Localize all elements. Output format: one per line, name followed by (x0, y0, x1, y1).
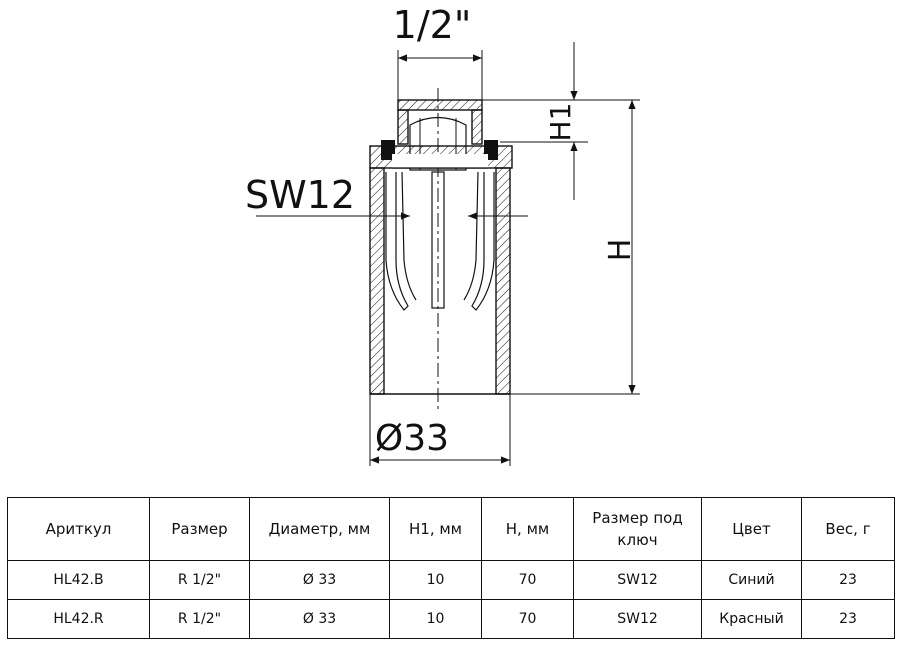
cell-color: Синий (701, 560, 802, 600)
table-row: HL42.R R 1/2" Ø 33 10 70 SW12 Красный 23 (7, 599, 895, 639)
internal-clips (385, 171, 495, 311)
central-pin (431, 171, 445, 309)
cell-weight: 23 (801, 560, 895, 600)
label-h: H (603, 239, 638, 262)
cell-weight: 23 (801, 599, 895, 639)
header-wrench-size: Размер под ключ (573, 497, 702, 561)
cap-section (397, 99, 483, 171)
table-header-row: Ариткул Размер Диаметр, мм H1, мм H, мм … (7, 497, 895, 561)
header-diameter: Диаметр, мм (249, 497, 390, 561)
dim-thread (397, 50, 483, 100)
cell-article: HL42.B (7, 560, 150, 600)
cell-size: R 1/2" (149, 560, 250, 600)
cell-h: 70 (481, 599, 574, 639)
cell-h1: 10 (389, 560, 482, 600)
header-h1: H1, мм (389, 497, 482, 561)
table-row: HL42.B R 1/2" Ø 33 10 70 SW12 Синий 23 (7, 560, 895, 600)
cell-diameter: Ø 33 (249, 599, 390, 639)
cell-article: HL42.R (7, 599, 150, 639)
spec-table: Ариткул Размер Диаметр, мм H1, мм H, мм … (7, 497, 895, 639)
label-thread: 1/2" (393, 3, 472, 47)
dim-h (510, 100, 640, 395)
header-article: Ариткул (7, 497, 150, 561)
cell-h1: 10 (389, 599, 482, 639)
header-weight: Вес, г (801, 497, 895, 561)
label-diameter: Ø33 (375, 418, 449, 459)
cell-diameter: Ø 33 (249, 560, 390, 600)
label-wrench: SW12 (245, 173, 355, 217)
dim-h1 (482, 42, 640, 200)
header-size: Размер (149, 497, 250, 561)
cell-size: R 1/2" (149, 599, 250, 639)
cell-wrench-size: SW12 (573, 599, 702, 639)
header-h: H, мм (481, 497, 574, 561)
technical-drawing: 1/2" H1 H SW12 Ø33 (245, 3, 640, 466)
body-walls (369, 167, 511, 395)
header-color: Цвет (701, 497, 802, 561)
hex-section (369, 145, 513, 169)
dim-diameter (369, 394, 511, 466)
cell-wrench-size: SW12 (573, 560, 702, 600)
cell-h: 70 (481, 560, 574, 600)
cell-color: Красный (701, 599, 802, 639)
label-h1: H1 (544, 103, 577, 142)
